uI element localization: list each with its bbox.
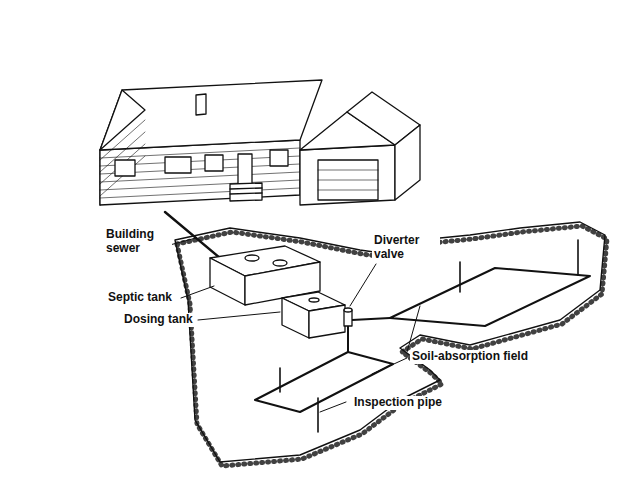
drawing-stroke <box>318 160 378 200</box>
diverter-valve <box>344 308 352 326</box>
drawing-stroke <box>205 155 223 171</box>
drawing-stroke <box>100 188 300 198</box>
drawing-stroke <box>390 268 590 326</box>
callout-label: Soil-absorption field <box>410 350 530 364</box>
inspection-pipes <box>280 240 578 432</box>
drawing-stroke <box>320 402 346 412</box>
drawing-stroke <box>230 188 262 189</box>
drawing-stroke <box>347 326 349 352</box>
drawing-stroke <box>100 90 145 150</box>
drawing-stroke <box>100 120 300 198</box>
dosing-tank <box>282 292 345 338</box>
excavation <box>175 222 607 466</box>
drawing-stroke <box>459 262 461 292</box>
drawing-stroke <box>100 144 145 184</box>
drawing-stroke <box>309 305 345 338</box>
drawing-stroke <box>317 398 319 432</box>
drawing-stroke <box>318 170 378 171</box>
drawing-stroke <box>318 170 378 190</box>
drawing-stroke <box>230 183 262 201</box>
drawing-stroke <box>177 226 607 466</box>
absorption-pipes <box>255 268 590 412</box>
drawing-stroke <box>230 193 262 194</box>
drawing-stroke <box>100 180 300 190</box>
drawing-stroke <box>352 318 390 320</box>
callout-label: Septic tank <box>106 291 174 305</box>
callout-label: Dosing tank <box>122 313 195 327</box>
drawing-stroke <box>372 358 407 374</box>
leader-lines <box>166 238 420 412</box>
sewer-pipe <box>165 212 220 258</box>
drawing-stroke <box>100 80 322 150</box>
callout-label: Building sewer <box>104 228 172 256</box>
drawing-stroke <box>282 298 309 338</box>
drawing-stroke <box>196 94 206 115</box>
drawing-stroke <box>309 298 319 302</box>
drawing-stroke <box>245 255 259 261</box>
drawing-stroke <box>318 180 378 181</box>
drawing-stroke <box>279 368 281 392</box>
house <box>100 80 420 205</box>
callout-label: Diverter valve <box>372 234 440 262</box>
drawing-stroke <box>238 154 252 184</box>
drawing-stroke <box>344 308 352 312</box>
drawing-stroke <box>270 150 288 166</box>
drawing-stroke <box>100 120 145 160</box>
drawing-stroke <box>165 157 191 173</box>
drawing-stroke <box>350 264 376 306</box>
drawing-stroke <box>181 286 214 298</box>
drawing-stroke <box>395 125 420 200</box>
drawing-stroke <box>273 260 287 266</box>
drawing-stroke <box>175 222 605 462</box>
drawing-stroke <box>300 145 395 205</box>
drawing-stroke <box>100 156 145 196</box>
drawing-stroke <box>100 140 300 205</box>
drawing-stroke <box>407 306 420 352</box>
drawing-stroke <box>115 160 135 176</box>
drawing-stroke <box>210 258 245 305</box>
callout-label: Inspection pipe <box>352 396 444 410</box>
drawing-stroke <box>198 312 280 320</box>
drawing-stroke <box>577 240 579 275</box>
drawing-stroke <box>318 190 378 191</box>
